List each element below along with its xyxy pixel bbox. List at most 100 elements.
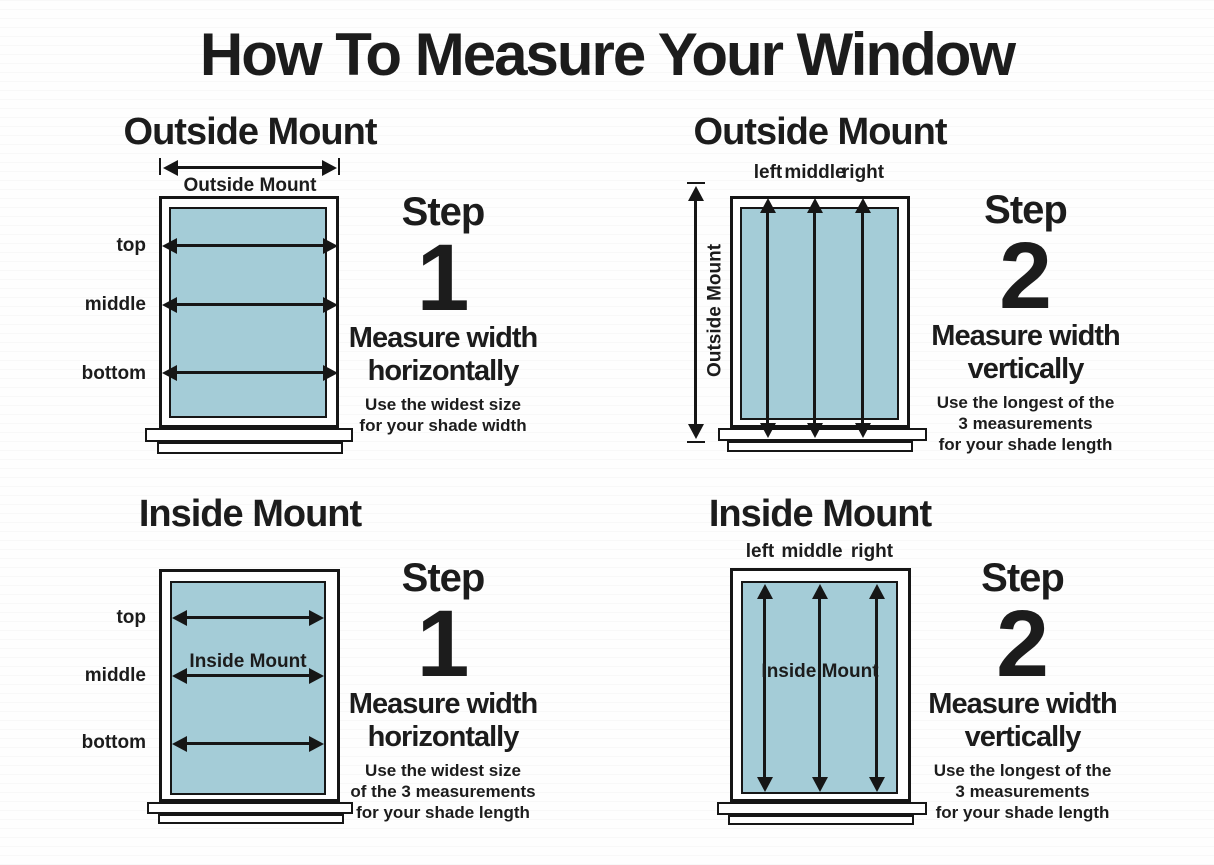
window-sill-inner [728, 815, 914, 825]
section-heading: Outside Mount [123, 111, 378, 153]
step-note-line: Use the longest of the [936, 393, 1115, 412]
arrow-head-bottom [855, 423, 871, 438]
arrow-head-right [309, 668, 324, 684]
arrow-shaft [818, 592, 821, 784]
arrow-head-top [855, 198, 871, 213]
arrow-head-right [323, 297, 338, 313]
step-notes: Use the widest size for your shade width [359, 394, 526, 436]
step-label: Step [981, 556, 1065, 600]
window-sill-inner [158, 814, 344, 824]
column-label-left: left [745, 541, 775, 562]
arrow-head-top [688, 186, 704, 201]
step-instructions: Step 2 Measure width vertically Use the … [895, 556, 1150, 823]
arrow-head-left [162, 365, 177, 381]
window-sill-outer [147, 802, 353, 814]
step-note-line: of the 3 measurements [350, 782, 536, 801]
window-sill-inner [727, 441, 913, 452]
arrow-head-left [172, 610, 187, 626]
measure-arrow-right [855, 198, 871, 438]
arrow-head-bottom [869, 777, 885, 792]
step-instructions: Step 2 Measure width vertically Use the … [898, 188, 1153, 455]
row-label-top: top [116, 607, 146, 628]
step-instructions: Step 1 Measure width horizontally Use th… [318, 190, 568, 436]
row-label-bottom: bottom [81, 732, 146, 753]
step-notes: Use the longest of the 3 measurements fo… [934, 760, 1112, 823]
window-pane [169, 207, 327, 418]
step-notes: Use the longest of the 3 measurements fo… [937, 392, 1115, 455]
column-label-right: right [841, 162, 885, 183]
window-sill-inner [157, 442, 343, 454]
arrow-head-right [323, 365, 338, 381]
arrow-shaft [180, 616, 316, 619]
section-heading: Inside Mount [138, 493, 362, 535]
dimension-tick-right [338, 158, 340, 175]
step-instruction-line2: horizontally [367, 355, 520, 387]
section-heading: Outside Mount [693, 111, 948, 153]
arrow-shaft [171, 166, 329, 169]
arrow-head-left [162, 238, 177, 254]
arrow-shaft [763, 592, 766, 784]
measure-arrow-middle [807, 198, 823, 438]
arrow-shaft [180, 742, 316, 745]
arrow-head-left [162, 297, 177, 313]
dimension-arrow [688, 186, 704, 439]
step-number: 2 [996, 591, 1049, 697]
arrow-shaft [170, 244, 330, 247]
step-instructions: Step 1 Measure width horizontally Use th… [318, 556, 568, 823]
step-label: Step [401, 556, 486, 600]
arrow-shaft [861, 206, 864, 430]
step-note-line: for your shade width [359, 416, 527, 435]
step-instruction-line1: Measure width [348, 322, 538, 354]
measure-arrow-bottom [172, 736, 324, 752]
arrow-shaft [180, 674, 316, 677]
measure-arrow-middle [162, 297, 338, 313]
row-label-bottom: bottom [81, 363, 146, 384]
arrow-head-bottom [757, 777, 773, 792]
arrow-head-right [322, 160, 337, 176]
arrow-head-bottom [688, 424, 704, 439]
dimension-arrow [163, 160, 337, 176]
step-note-line: 3 measurements [958, 414, 1093, 433]
row-label-middle: middle [84, 294, 146, 315]
step-note-line: Use the widest size [365, 761, 521, 780]
window-sill-outer [717, 802, 927, 815]
arrow-head-left [163, 160, 178, 176]
arrow-shaft [170, 371, 330, 374]
dimension-tick-left [159, 158, 161, 175]
step-notes: Use the widest size of the 3 measurement… [350, 760, 535, 823]
step-number: 1 [416, 591, 470, 697]
arrow-head-right [309, 736, 324, 752]
arrow-head-right [323, 238, 338, 254]
row-label-middle: middle [84, 665, 146, 686]
step-instruction-line1: Measure width [931, 320, 1120, 352]
column-label-middle: middle [784, 162, 846, 183]
measure-arrow-top [162, 238, 338, 254]
measure-arrow-bottom [162, 365, 338, 381]
arrow-head-top [757, 584, 773, 599]
step-number: 2 [999, 223, 1052, 329]
pane-label: Inside Mount [189, 651, 307, 672]
step-instruction-line2: vertically [967, 353, 1085, 385]
measure-arrow-left [757, 584, 773, 792]
row-label-top: top [116, 235, 146, 256]
step-note-line: Use the longest of the [933, 761, 1112, 780]
step-label: Step [401, 190, 486, 234]
arrow-head-right [309, 610, 324, 626]
dimension-label: Outside Mount [183, 175, 317, 196]
step-note-line: 3 measurements [955, 782, 1090, 801]
step-number: 1 [416, 225, 470, 331]
measure-arrow-right [869, 584, 885, 792]
dimension-tick-bottom [687, 441, 705, 443]
column-label-right: right [850, 541, 894, 562]
measure-arrow-top [172, 610, 324, 626]
step-note-line: for your shade length [938, 435, 1113, 454]
arrow-head-bottom [807, 423, 823, 438]
arrow-head-top [869, 584, 885, 599]
arrow-shaft [813, 206, 816, 430]
arrow-head-left [172, 736, 187, 752]
arrow-head-left [172, 668, 187, 684]
measure-arrow-middle [812, 584, 828, 792]
